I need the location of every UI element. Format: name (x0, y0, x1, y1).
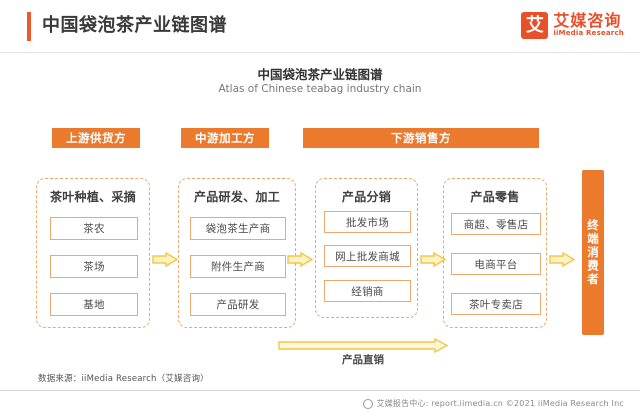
footer-report-center: 艾媒报告中心: report.iimedia.cn ©2021 iiMedia … (363, 398, 624, 409)
cell-processing-0: 袋泡茶生产商 (190, 217, 286, 240)
logo-mark-icon: 艾 (521, 12, 549, 39)
cell-planting-1: 茶场 (50, 255, 138, 278)
cell-planting-2: 基地 (50, 293, 138, 316)
footer-divider (0, 390, 640, 391)
cell-distribution-2: 经销商 (324, 280, 411, 302)
group-title-processing: 产品研发、加工 (193, 190, 281, 204)
group-distribution: 产品分销 批发市场 网上批发商城 经销商 (315, 178, 418, 318)
flow-arrow-3-icon (420, 251, 447, 268)
cell-distribution-0: 批发市场 (324, 211, 411, 233)
cell-distribution-1: 网上批发商城 (324, 245, 411, 267)
group-title-distribution: 产品分销 (341, 190, 392, 204)
cell-processing-2: 产品研发 (190, 293, 286, 316)
flow-arrow-1-icon (152, 251, 179, 268)
page-header: 中国袋泡茶产业链图谱 艾 艾媒咨询 iiMedia Research (0, 0, 640, 53)
group-title-planting: 茶叶种植、采摘 (49, 190, 137, 204)
end-consumer-bar: 终端消费者 (582, 170, 604, 335)
direct-sales-label: 产品直销 (342, 354, 384, 366)
direct-sales-arrow-icon (278, 337, 449, 354)
brand-logo: 艾 艾媒咨询 iiMedia Research (521, 12, 624, 39)
globe-icon (363, 398, 374, 409)
figure-title: 中国袋泡茶产业链图谱 (257, 67, 383, 82)
group-processing: 产品研发、加工 袋泡茶生产商 附件生产商 产品研发 (178, 178, 296, 328)
flow-arrow-2-icon (287, 251, 314, 268)
logo-name-en: iiMedia Research (553, 29, 624, 37)
cell-retail-0: 商超、零售店 (451, 213, 541, 235)
cell-retail-1: 电商平台 (451, 253, 541, 275)
banner-midstream: 中游加工方 (181, 128, 269, 148)
page-title: 中国袋泡茶产业链图谱 (42, 15, 227, 36)
cell-planting-0: 茶农 (50, 217, 138, 240)
footer-report-center-text: 艾媒报告中心: report.iimedia.cn ©2021 iiMedia … (376, 399, 624, 408)
group-planting: 茶叶种植、采摘 茶农 茶场 基地 (36, 178, 150, 328)
end-consumer-label: 终端消费者 (586, 218, 600, 287)
cell-retail-2: 茶叶专卖店 (451, 293, 541, 315)
figure-subtitle: Atlas of Chinese teabag industry chain (218, 83, 422, 95)
banner-upstream: 上游供货方 (52, 128, 140, 148)
header-accent-bar (27, 12, 31, 41)
footer-bar (0, 391, 640, 416)
logo-name-cn: 艾媒咨询 (553, 11, 622, 30)
cell-processing-1: 附件生产商 (190, 255, 286, 278)
data-source-note: 数据来源：iiMedia Research（艾媒咨询） (38, 374, 209, 384)
group-retail: 产品零售 商超、零售店 电商平台 茶叶专卖店 (443, 178, 547, 328)
flow-arrow-4-icon (549, 251, 576, 268)
banner-downstream: 下游销售方 (303, 128, 539, 148)
group-title-retail: 产品零售 (470, 190, 520, 204)
